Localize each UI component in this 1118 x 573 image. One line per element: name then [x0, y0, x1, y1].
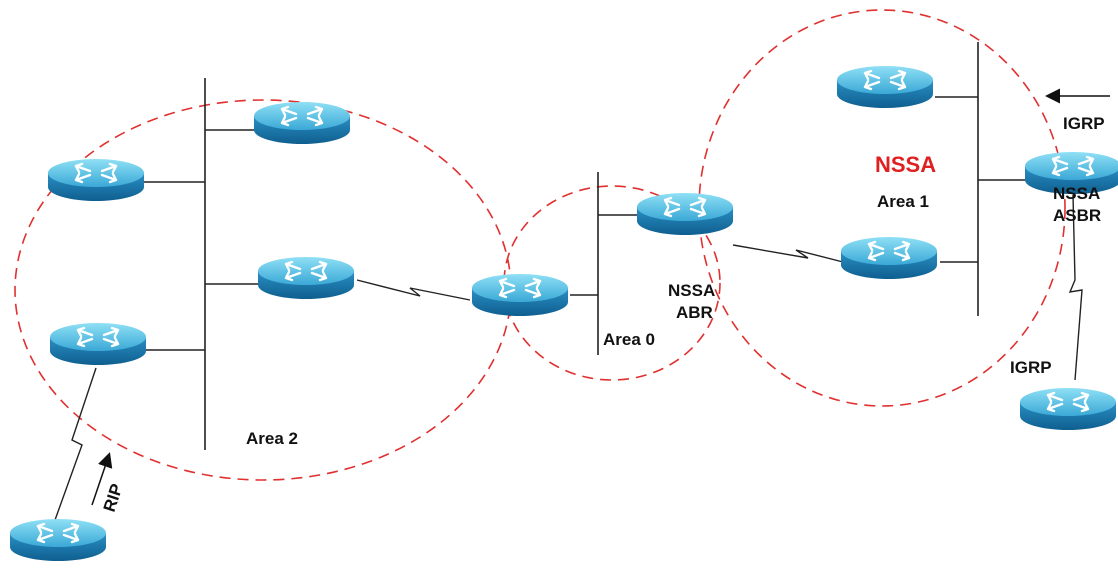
area0-label: Area 0 — [603, 330, 655, 349]
router-area2-c — [256, 255, 356, 301]
router-area0-abr-area2 — [470, 272, 570, 318]
router-area1-b — [839, 235, 939, 281]
serial-abr-area1 — [732, 244, 844, 263]
igrp-bottom-label: IGRP — [1010, 358, 1052, 377]
router-area2-a — [46, 157, 146, 203]
serial-links — [54, 194, 1083, 521]
nssa-asbr-label-line2: ASBR — [1053, 206, 1101, 225]
rip-in-arrow — [91, 452, 113, 506]
area2-label: Area 2 — [246, 429, 298, 448]
serial-area2-area0 — [356, 279, 471, 301]
nssa-title: NSSA — [875, 152, 936, 177]
serial-asbr-igrp — [1068, 194, 1083, 381]
area0-boundary — [503, 185, 721, 381]
area1-label: Area 1 — [877, 192, 929, 211]
router-area1-a — [835, 64, 935, 110]
router-rip-external — [8, 517, 108, 563]
router-nssa-abr — [635, 191, 735, 237]
nssa-asbr-label-line1: NSSA — [1053, 184, 1100, 203]
router-igrp-external — [1018, 386, 1118, 432]
router-area2-b — [252, 100, 352, 146]
rip-label: RIP — [100, 481, 127, 514]
nssa-abr-label-line2: ABR — [676, 303, 713, 322]
area1-lan — [935, 42, 1028, 316]
area0-lan — [570, 172, 640, 355]
router-area2-d — [48, 321, 148, 367]
igrp-top-label: IGRP — [1063, 114, 1105, 133]
area2-lan — [100, 78, 260, 450]
nssa-abr-label-line1: NSSA — [668, 281, 715, 300]
serial-rip — [54, 367, 97, 521]
